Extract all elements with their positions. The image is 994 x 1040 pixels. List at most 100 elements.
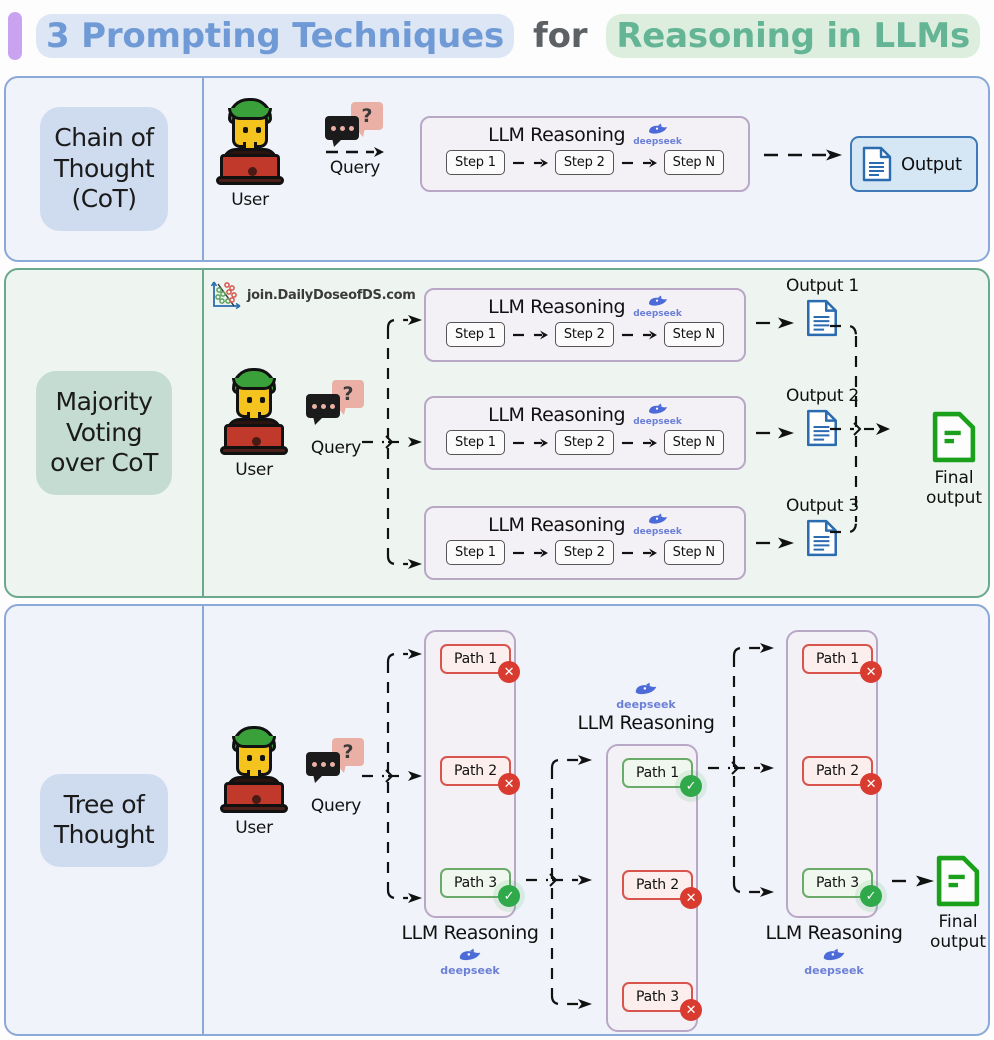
llm-reasoning-title: LLM Reasoning bbox=[488, 296, 626, 318]
user-label: User bbox=[235, 818, 273, 838]
llm-reasoning-block: LLM Reasoning deepseek Step 1 Step 2 Ste… bbox=[424, 288, 746, 362]
deepseek-logo-icon: deepseek bbox=[616, 682, 676, 710]
reasoning-step: Step N bbox=[663, 322, 724, 347]
scatter-plot-icon bbox=[210, 281, 241, 310]
technique-label-line: Thought bbox=[53, 153, 155, 183]
path-label: Path 1 bbox=[636, 765, 679, 781]
deepseek-label: deepseek bbox=[804, 964, 864, 977]
user-avatar-icon bbox=[214, 96, 286, 185]
row-label-cell-cot: Chain of Thought (CoT) bbox=[6, 78, 202, 260]
status-badge-rejected: ✕ bbox=[497, 773, 520, 795]
title-segment-2: for bbox=[533, 16, 588, 56]
llm-reasoning-block: LLM Reasoning deepseek Step 1 Step 2 Ste… bbox=[420, 116, 750, 192]
output-label: Output 1 bbox=[786, 276, 859, 296]
final-output-label: Final output bbox=[930, 912, 986, 952]
llm-reasoning-title: LLM Reasoning bbox=[488, 124, 626, 146]
technique-label-cot: Chain of Thought (CoT) bbox=[39, 107, 169, 231]
question-mark-icon: ? bbox=[361, 105, 373, 127]
path-item: Path 1 ✕ bbox=[440, 644, 520, 683]
query-indicator: ? Query bbox=[324, 102, 386, 178]
query-indicator: ? Query bbox=[306, 738, 366, 816]
row-divider bbox=[202, 78, 204, 260]
user-avatar-icon bbox=[218, 724, 290, 813]
question-mark-icon: ? bbox=[342, 383, 354, 405]
arrow-icon bbox=[621, 158, 657, 167]
deepseek-label: deepseek bbox=[633, 137, 682, 147]
arrow-icon bbox=[764, 149, 842, 161]
row-divider bbox=[202, 270, 204, 596]
chat-bubble-icon: ? bbox=[306, 738, 366, 783]
title-accent-bar bbox=[8, 12, 22, 60]
technique-label-line: (CoT) bbox=[71, 184, 137, 214]
reasoning-step: Step N bbox=[663, 150, 724, 175]
watermark: join.DailyDoseofDS.com bbox=[210, 280, 416, 310]
document-icon bbox=[807, 519, 838, 557]
path-group-middle-label: deepseek LLM Reasoning bbox=[566, 682, 726, 734]
deepseek-label: deepseek bbox=[633, 527, 682, 537]
status-badge-rejected: ✕ bbox=[859, 661, 882, 683]
path-item: Path 3 ✓ bbox=[802, 868, 882, 907]
watermark-text: join.DailyDoseofDS.com bbox=[247, 287, 416, 303]
final-output-label: Final output bbox=[926, 468, 982, 508]
row-majority-voting: Majority Voting over CoT bbox=[4, 268, 990, 598]
user-figure: User bbox=[214, 96, 286, 210]
status-badge-accepted: ✓ bbox=[859, 885, 882, 907]
deepseek-label: deepseek bbox=[633, 309, 682, 319]
reasoning-step: Step 2 bbox=[554, 430, 614, 455]
path-group-right: Path 1 ✕ Path 2 ✕ Path 3 ✓ bbox=[786, 630, 882, 918]
arrow-icon bbox=[621, 330, 657, 339]
user-label: User bbox=[231, 190, 269, 210]
user-figure: User bbox=[218, 724, 290, 838]
reasoning-step: Step 1 bbox=[446, 322, 505, 347]
path-item: Path 3 ✕ bbox=[622, 982, 702, 1021]
path-group-middle: Path 1 ✓ Path 2 ✕ Path 3 ✕ bbox=[606, 744, 702, 1032]
path-item: Path 2 ✕ bbox=[440, 756, 520, 795]
arrow-icon bbox=[621, 548, 657, 557]
path-label: Path 2 bbox=[816, 763, 859, 779]
deepseek-logo-icon: deepseek bbox=[804, 948, 864, 977]
arrow-icon bbox=[621, 438, 657, 447]
path-label: Path 1 bbox=[816, 651, 859, 667]
arrow-icon bbox=[512, 330, 548, 339]
question-mark-icon: ? bbox=[342, 741, 354, 763]
path-item: Path 1 ✓ bbox=[622, 758, 702, 797]
query-label: Query bbox=[329, 158, 381, 178]
document-icon bbox=[807, 299, 838, 337]
output-item: Output 3 bbox=[786, 496, 859, 557]
path-item: Path 2 ✕ bbox=[622, 870, 702, 909]
reasoning-step: Step 2 bbox=[554, 322, 614, 347]
page-title: 3 Prompting Techniques for Reasoning in … bbox=[0, 0, 994, 72]
path-group-left-label: LLM Reasoning deepseek bbox=[384, 922, 556, 976]
document-icon bbox=[807, 409, 838, 447]
technique-label-line: Chain of bbox=[54, 123, 154, 153]
final-document-icon bbox=[932, 411, 976, 463]
document-icon bbox=[862, 146, 892, 182]
deepseek-logo-icon: deepseek bbox=[633, 513, 682, 537]
arrow-icon bbox=[512, 438, 548, 447]
path-item: Path 3 ✓ bbox=[440, 868, 520, 907]
deepseek-logo-icon: deepseek bbox=[633, 403, 682, 427]
output-item: Output 1 bbox=[786, 276, 859, 337]
final-output-line1: Final bbox=[934, 468, 974, 488]
query-label: Query bbox=[310, 438, 362, 458]
llm-reasoning-title: LLM Reasoning bbox=[765, 922, 903, 944]
path-item: Path 2 ✕ bbox=[802, 756, 882, 795]
chat-bubble-icon: ? bbox=[325, 102, 385, 147]
status-badge-accepted: ✓ bbox=[679, 775, 702, 797]
status-badge-accepted: ✓ bbox=[497, 885, 520, 907]
technique-label-line: Majority bbox=[55, 387, 153, 417]
llm-reasoning-block: LLM Reasoning deepseek Step 1 Step 2 Ste… bbox=[424, 506, 746, 580]
final-output-line2: output bbox=[930, 932, 987, 953]
title-segment-1: 3 Prompting Techniques bbox=[36, 14, 514, 58]
path-label: Path 3 bbox=[636, 989, 679, 1005]
arrow-icon bbox=[326, 147, 384, 157]
path-item: Path 1 ✕ bbox=[802, 644, 882, 683]
path-label: Path 3 bbox=[454, 875, 497, 891]
row-chain-of-thought: Chain of Thought (CoT) User ? bbox=[4, 76, 990, 262]
llm-reasoning-block: LLM Reasoning deepseek Step 1 Step 2 Ste… bbox=[424, 396, 746, 470]
output-label: Output 2 bbox=[786, 386, 859, 406]
final-document-icon bbox=[936, 855, 980, 907]
reasoning-step: Step 2 bbox=[554, 150, 614, 175]
row-label-cell-majority: Majority Voting over CoT bbox=[6, 270, 202, 596]
